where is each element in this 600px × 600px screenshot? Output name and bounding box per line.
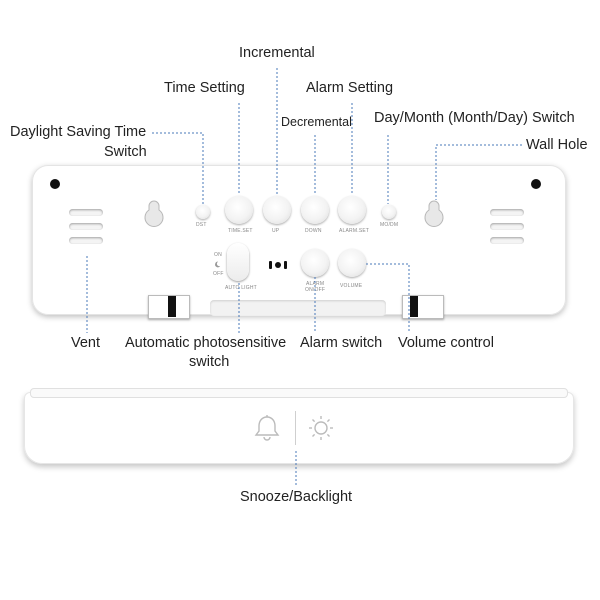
up-button[interactable]: [263, 196, 291, 224]
alarm-setting-label: Alarm Setting: [306, 80, 394, 96]
left-screw-dot: [50, 179, 60, 189]
auto-light-toggle[interactable]: [227, 243, 249, 281]
dst-label-line1: Daylight Saving Time: [10, 124, 147, 140]
time-set-button[interactable]: [225, 196, 253, 224]
day-month-label: Day/Month (Month/Day) Switch: [374, 110, 575, 126]
vent-slot: [69, 209, 103, 216]
incremental-label: Incremental: [239, 45, 315, 61]
on-label: ON: [214, 252, 222, 258]
stand-right-hinge: [410, 296, 418, 317]
vent-slot: [490, 223, 524, 230]
vent-label: Vent: [71, 335, 101, 351]
vent-slot: [490, 237, 524, 244]
vent-slot: [69, 237, 103, 244]
vent-slot: [490, 209, 524, 216]
icon-divider: [295, 411, 296, 445]
alarm-onoff-button[interactable]: [301, 249, 329, 277]
dst-label-line2: Switch: [104, 144, 147, 160]
down-text: DOWN: [305, 228, 322, 234]
clock-top-bar: [24, 388, 574, 464]
alarm-switch-label: Alarm switch: [300, 335, 383, 351]
time-setting-label: Time Setting: [164, 80, 245, 96]
down-button[interactable]: [301, 196, 329, 224]
alarm-set-button[interactable]: [338, 196, 366, 224]
battery-slot: [210, 300, 386, 316]
snooze-backlight-label: Snooze/Backlight: [240, 489, 353, 505]
off-label: OFF: [213, 271, 224, 277]
auto-photo-label-line1: Automatic photosensitive: [125, 335, 287, 351]
up-text: UP: [272, 228, 280, 234]
alarm-onoff-text-1: ALARM: [306, 281, 325, 287]
wall-hole-label: Wall Hole: [526, 137, 588, 153]
decremental-label: Decremental: [281, 115, 352, 129]
dst-text: DST: [196, 222, 207, 228]
mo-dm-switch[interactable]: [382, 205, 396, 219]
mo-dm-text: MO/DM: [380, 222, 399, 228]
auto-photo-label-line2: switch: [189, 354, 230, 370]
stand-left-hinge: [168, 296, 176, 317]
right-screw-dot: [531, 179, 541, 189]
wall-hole-left: [144, 200, 164, 227]
volume-button[interactable]: [338, 249, 366, 277]
alarm-set-text: ALARM.SET: [339, 228, 370, 234]
clock-back-panel: [32, 165, 566, 315]
volume-text: VOLUME: [340, 283, 363, 289]
moon-icon: [215, 261, 221, 268]
light-sensor-icon: [269, 261, 287, 269]
bar-top-edge: [30, 388, 568, 398]
sun-icon[interactable]: [307, 414, 335, 442]
volume-control-label: Volume control: [398, 335, 494, 351]
time-set-text: TIME.SET: [228, 228, 253, 234]
vent-slot: [69, 223, 103, 230]
wall-hole-right: [424, 200, 444, 227]
auto-light-text: AUTO LIGHT: [225, 285, 257, 291]
dst-switch[interactable]: [196, 205, 210, 219]
bell-icon[interactable]: [254, 414, 280, 442]
